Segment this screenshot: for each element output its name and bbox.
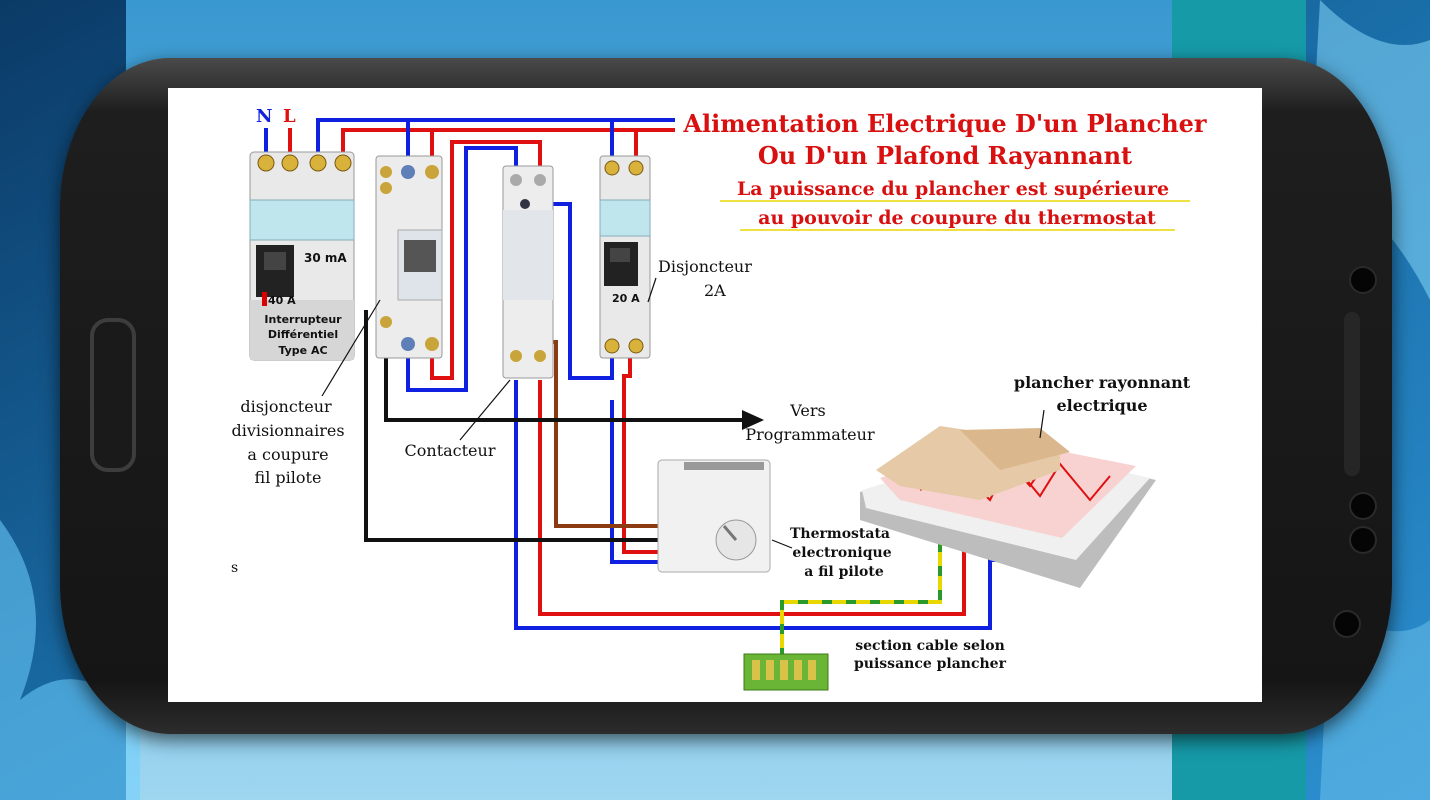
- floor-label-line1: plancher rayonnant: [1014, 373, 1191, 392]
- floor-label-line2: electrique: [1056, 396, 1147, 415]
- leader-lines: [321, 277, 1045, 549]
- camera-dot-3: [1351, 528, 1375, 552]
- terminal-block: [743, 653, 829, 691]
- subtitle-line1: La puissance du plancher est supérieure: [737, 178, 1169, 200]
- cable-line2: puissance plancher: [854, 656, 1007, 672]
- heated-floor-illustration: [860, 426, 1156, 588]
- phone-side-slot: [1344, 312, 1360, 476]
- title-line1: Alimentation Electrique D'un Plancher: [682, 109, 1207, 138]
- neutral-bus-wire: [316, 118, 675, 152]
- rcd-rating: 30 mA: [304, 251, 347, 265]
- divisional-line2: divisionnaires: [231, 421, 344, 440]
- breaker-rating: 20 A: [612, 292, 640, 305]
- arrow-head-icon: [742, 410, 764, 430]
- title-line2: Ou D'un Plafond Rayannant: [758, 141, 1132, 170]
- breaker-2a-device: [599, 155, 651, 359]
- phase-bus-wire: [341, 128, 675, 152]
- thermostat-line2: electronique: [792, 545, 891, 561]
- contactor-label: Contacteur: [405, 441, 496, 460]
- rcd-name-line2: Différentiel: [268, 328, 338, 341]
- label-phase: L: [283, 106, 296, 127]
- thermostat-device: [657, 459, 771, 573]
- divisional-line1: disjoncteur: [240, 397, 332, 416]
- programmer-line2: Programmateur: [745, 425, 875, 444]
- rcd-name-line1: Interrupteur: [264, 313, 342, 326]
- programmer-line1: Vers: [789, 401, 825, 420]
- breaker-label-line1: Disjoncteur: [658, 257, 752, 276]
- cable-line1: section cable selon: [855, 638, 1005, 654]
- wiring-diagram: N L 30 mA 40 A Interrupteur Différentiel…: [231, 106, 1207, 691]
- divisional-line3: a coupure: [247, 445, 328, 464]
- phone-screen: N L 30 mA 40 A Interrupteur Différentiel…: [168, 88, 1262, 702]
- thermostat-line3: a fil pilote: [804, 564, 884, 580]
- home-button: [90, 318, 136, 472]
- camera-dot-4: [1335, 612, 1359, 636]
- thermostat-line1: Thermostata: [790, 526, 890, 542]
- breaker-label-line2: 2A: [704, 281, 726, 300]
- rcd-device: [249, 151, 355, 361]
- stray-s-mark: s: [231, 560, 238, 576]
- label-neutral: N: [256, 106, 272, 127]
- rcd-name-line3: Type AC: [278, 344, 327, 357]
- rcd-current: 40 A: [268, 294, 296, 307]
- camera-dot-2: [1351, 494, 1375, 518]
- subtitle-line2: au pouvoir de coupure du thermostat: [758, 207, 1156, 229]
- camera-dot-1: [1351, 268, 1375, 292]
- divisional-breaker-device: [375, 155, 443, 359]
- divisional-line4: fil pilote: [255, 468, 322, 487]
- contactor-device: [502, 165, 554, 379]
